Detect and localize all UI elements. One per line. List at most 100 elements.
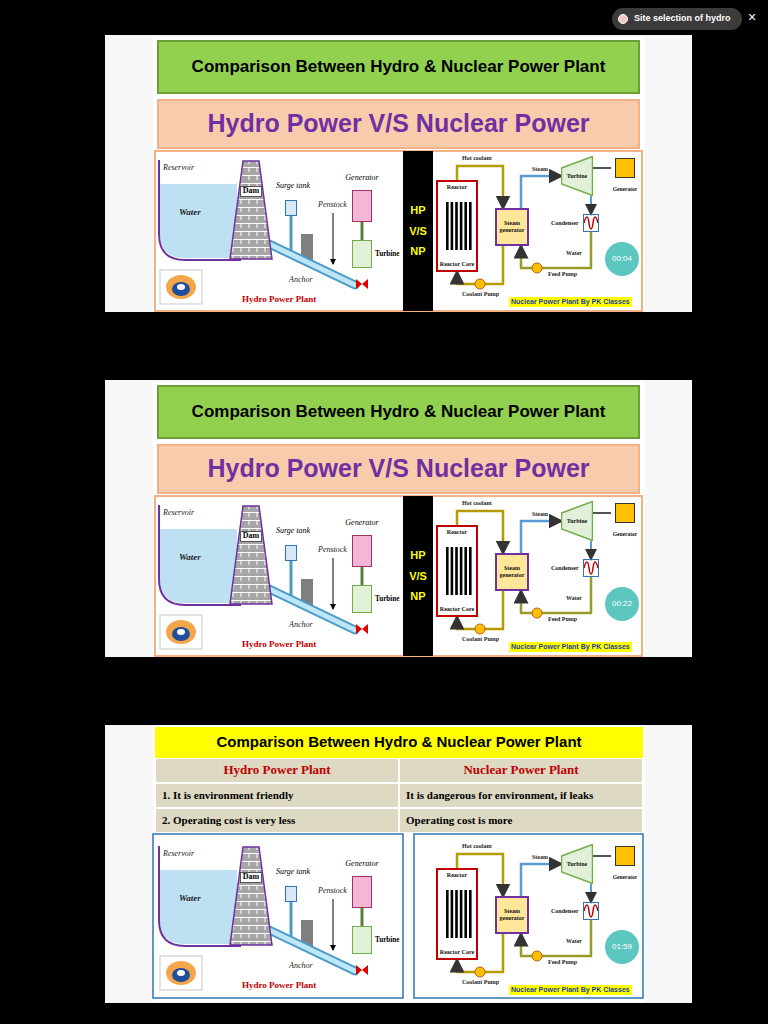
diagram-frame bbox=[155, 496, 642, 656]
label-text: Penstock bbox=[318, 201, 347, 210]
edge-label: Steam bbox=[531, 511, 549, 518]
label-text: 2. Operating cost is very less bbox=[162, 814, 295, 826]
text-label: Hydro Power Plant bbox=[242, 295, 316, 305]
text-label: Penstock bbox=[318, 546, 347, 555]
fuel-rods bbox=[444, 200, 474, 252]
generator-symbol bbox=[615, 158, 635, 178]
node-label: Steam generator bbox=[498, 565, 526, 578]
edge-label: Coolant Pump bbox=[461, 979, 500, 986]
label-text: Hydro Power Plant bbox=[242, 640, 316, 650]
node-label: Reactor bbox=[447, 529, 467, 536]
label-text: Water bbox=[566, 595, 582, 602]
node-label: Hydro Power V/S Nuclear Power bbox=[207, 455, 589, 483]
node-label: Comparison Between Hydro & Nuclear Power… bbox=[192, 403, 606, 422]
edge-label: Hot coolant bbox=[461, 500, 493, 507]
node-label: 00:04 bbox=[612, 255, 632, 264]
pipe-connector bbox=[521, 577, 591, 613]
condenser-coil bbox=[583, 214, 599, 232]
node-label: Reactor Core bbox=[440, 261, 474, 268]
text-label: Water bbox=[179, 553, 201, 563]
generator-symbol bbox=[615, 846, 635, 866]
label-text: Coolant Pump bbox=[462, 636, 499, 643]
node-label: Comparison Between Hydro & Nuclear Power… bbox=[192, 58, 606, 77]
pipe-connector bbox=[521, 920, 591, 956]
label-text: Hydro Power Plant bbox=[242, 981, 316, 991]
edge-label: Feed Pump bbox=[547, 959, 578, 966]
label-text: Nuclear Power Plant bbox=[463, 763, 578, 777]
label-text: Hot coolant bbox=[462, 155, 492, 162]
table-cell: Hydro Power Plant bbox=[155, 758, 399, 783]
node-label: Surge tank bbox=[276, 868, 310, 877]
caption-tag: Nuclear Power Plant By PK Classes bbox=[509, 297, 632, 307]
text-label: Hydro Power Plant bbox=[242, 981, 316, 991]
edge-label: Coolant Pump bbox=[461, 291, 500, 298]
text-label: Penstock bbox=[318, 887, 347, 896]
title-band: Comparison Between Hydro & Nuclear Power… bbox=[157, 385, 640, 439]
label-text: Steam bbox=[532, 854, 548, 861]
label-text: Reservoir bbox=[163, 164, 194, 173]
node-label: Reactor Core bbox=[440, 606, 474, 613]
generator-symbol bbox=[352, 535, 372, 567]
label-text: Penstock bbox=[318, 887, 347, 896]
generator-box: Generator bbox=[342, 860, 382, 908]
node-label: Hydro Power V/S Nuclear Power bbox=[207, 110, 589, 138]
label-text: Hydro Power Plant bbox=[223, 763, 330, 777]
node-label: Site selection of hydro bbox=[634, 14, 731, 24]
text-label: Reservoir bbox=[163, 850, 194, 859]
diagram-frame bbox=[414, 834, 643, 998]
table-cell: 1. It is environment friendly bbox=[155, 783, 399, 808]
steam-generator-box: Steam generator bbox=[495, 208, 529, 246]
text-label: Water bbox=[566, 595, 582, 602]
node-label: Turbine bbox=[567, 861, 587, 868]
label-text: Water bbox=[179, 208, 201, 218]
edge-label: Steam bbox=[531, 166, 549, 173]
timer-badge: 00:22 bbox=[605, 587, 639, 621]
label-text: Reservoir bbox=[163, 850, 194, 859]
node-label: Surge tank bbox=[276, 527, 310, 536]
edge-label: Hot coolant bbox=[461, 843, 493, 850]
node-label: Dam bbox=[240, 872, 262, 883]
node-label: HP V/S NP bbox=[405, 545, 431, 608]
node-label: Turbine bbox=[567, 173, 587, 180]
edge-label: Feed Pump bbox=[547, 616, 578, 623]
condenser-unit: Condenser bbox=[551, 214, 607, 232]
text-label: Anchor bbox=[289, 276, 313, 285]
text-label: Water bbox=[566, 938, 582, 945]
pipe-connector bbox=[590, 196, 592, 214]
pipe-connector bbox=[521, 521, 561, 553]
subtitle-band: Hydro Power V/S Nuclear Power bbox=[157, 444, 640, 494]
text-label: Water bbox=[179, 894, 201, 904]
node-label: Turbine bbox=[375, 596, 400, 604]
generator-box: Generator bbox=[611, 158, 639, 192]
node-label: Comparison Between Hydro & Nuclear Power… bbox=[216, 734, 581, 751]
edge-label: Hot coolant bbox=[461, 155, 493, 162]
diagram-frame bbox=[153, 834, 403, 998]
label-text: Steam bbox=[532, 511, 548, 518]
timer-badge: 00:04 bbox=[605, 242, 639, 276]
node-label: Condenser bbox=[551, 565, 579, 572]
condenser-unit: Condenser bbox=[551, 559, 607, 577]
label-text: Nuclear Power Plant By PK Classes bbox=[511, 298, 630, 306]
label-text: Coolant Pump bbox=[462, 291, 499, 298]
label-text: 1. It is environment friendly bbox=[162, 789, 294, 801]
slide-panel bbox=[105, 725, 692, 1003]
fuel-rods bbox=[444, 888, 474, 940]
label-text: Feed Pump bbox=[548, 959, 577, 966]
slide-inner bbox=[153, 726, 645, 1002]
text-label: Anchor bbox=[289, 621, 313, 630]
slide-inner bbox=[153, 37, 645, 312]
pipe-connector bbox=[361, 908, 364, 926]
generator-symbol bbox=[352, 876, 372, 908]
node-label: Generator bbox=[613, 186, 637, 192]
generator-symbol bbox=[352, 190, 372, 222]
surge-tank-symbol bbox=[285, 886, 297, 902]
pump-symbols bbox=[475, 951, 542, 977]
label-text: Hot coolant bbox=[462, 500, 492, 507]
pipe-connector bbox=[593, 167, 611, 169]
turbine-symbol bbox=[352, 240, 372, 268]
title-band: Comparison Between Hydro & Nuclear Power… bbox=[155, 727, 643, 758]
node-label: Generator bbox=[345, 174, 378, 183]
node-label: Generator bbox=[345, 519, 378, 528]
label-text: Hydro Power Plant bbox=[242, 295, 316, 305]
table-cell: Operating cost is more bbox=[399, 808, 643, 833]
